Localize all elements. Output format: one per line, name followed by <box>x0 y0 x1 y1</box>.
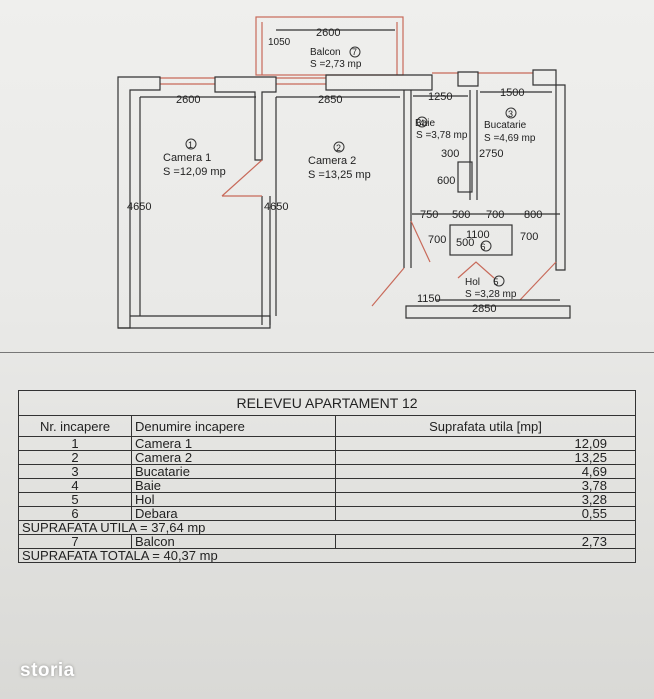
row-nr: 6 <box>18 506 132 521</box>
row-area: 3,78 <box>334 478 637 493</box>
room4-number: 4 <box>420 118 425 128</box>
row-nr: 5 <box>18 492 132 507</box>
balcony-name: Balcon <box>310 47 341 58</box>
table-row: 3 Bucatarie 4,69 <box>18 464 637 479</box>
table-row: 2 Camera 2 13,25 <box>18 450 637 465</box>
row-name: Camera 1 <box>131 436 336 451</box>
header-area: Suprafata utila [mp] <box>334 415 637 437</box>
room1-number: 1 <box>188 140 193 150</box>
row-nr: 3 <box>18 464 132 479</box>
dim-side-700-right: 700 <box>520 231 538 243</box>
room5-number: 5 <box>494 277 499 287</box>
room4-area: S =3,78 mp <box>416 130 468 141</box>
row-name: Debara <box>131 506 336 521</box>
logo-text: storia <box>20 660 75 681</box>
dim-800: 800 <box>524 209 542 221</box>
header-nr: Nr. incapere <box>18 415 132 437</box>
room4-dim-600: 600 <box>437 175 455 187</box>
header-name: Denumire incapere <box>131 415 336 437</box>
row-nr: 1 <box>18 436 132 451</box>
row-name: Camera 2 <box>131 450 336 465</box>
balcony-width: 2600 <box>316 27 340 39</box>
room2-area: S =13,25 mp <box>308 169 371 181</box>
balcony-area: S =2,73 mp <box>310 59 362 70</box>
room3-width: 1500 <box>500 87 524 99</box>
room3-name: Bucatarie <box>484 120 527 131</box>
row-area: 13,25 <box>334 450 637 465</box>
room1-height: 4650 <box>127 201 151 213</box>
balcony-number: 7 <box>352 47 357 57</box>
table-row: 4 Baie 3,78 <box>18 478 637 493</box>
floor-plan: 2600 1050 Balcon 7 S =2,73 mp 2600 1 Cam… <box>117 16 571 329</box>
room3-dim-2750: 2750 <box>479 148 503 160</box>
room1-width: 2600 <box>176 94 200 106</box>
row-name: Baie <box>131 478 336 493</box>
room3-area: S =4,69 mp <box>484 133 536 144</box>
table-row: 6 Debara 0,55 <box>18 506 637 521</box>
room5-dim-1150: 1150 <box>417 293 441 305</box>
table-title: RELEVEU APARTAMENT 12 <box>17 390 637 416</box>
row-name: Bucatarie <box>131 464 336 479</box>
row-name: Balcon <box>131 534 336 549</box>
row-name: Hol <box>131 492 336 507</box>
room2-width: 2850 <box>318 94 342 106</box>
room3-number: 3 <box>508 109 513 119</box>
room5-area: S =3,28 mp <box>465 289 517 300</box>
room6-dim-1100: 1100 <box>466 229 490 241</box>
row-nr: 4 <box>18 478 132 493</box>
table-row: 5 Hol 3,28 <box>18 492 637 507</box>
dim-750: 750 <box>420 209 438 221</box>
row-nr: 2 <box>18 450 132 465</box>
dim-500: 500 <box>452 209 470 221</box>
row-nr: 7 <box>18 534 132 549</box>
room-table: RELEVEU APARTAMENT 12 Nr. incapere Denum… <box>17 390 637 563</box>
dim-side-700-left: 700 <box>428 234 446 246</box>
storia-logo: storia <box>20 660 75 682</box>
row-area: 2,73 <box>334 534 637 549</box>
room5-name: Hol <box>465 277 480 288</box>
room2-name: Camera 2 <box>308 155 356 167</box>
row-area: 0,55 <box>334 506 637 521</box>
room5-width: 2850 <box>472 303 496 315</box>
room1-name: Camera 1 <box>163 152 211 164</box>
table-row: 1 Camera 1 12,09 <box>18 436 637 451</box>
sheet-divider <box>0 352 654 353</box>
room6-number: 6 <box>481 242 486 252</box>
room4-name: Baie <box>415 118 435 129</box>
sum-util: SUPRAFATA UTILA = 37,64 mp <box>17 520 637 535</box>
row-area: 4,69 <box>334 464 637 479</box>
room2-height: 4650 <box>264 201 288 213</box>
room4-width: 1250 <box>428 91 452 103</box>
row-area: 12,09 <box>334 436 637 451</box>
room1-area: S =12,09 mp <box>163 166 226 178</box>
row-area: 3,28 <box>334 492 637 507</box>
table-row-balcony: 7 Balcon 2,73 <box>18 534 637 549</box>
sum-total: SUPRAFATA TOTALA = 40,37 mp <box>17 548 637 563</box>
balcony-depth: 1050 <box>268 37 291 48</box>
room6-dim-500: 500 <box>456 237 474 249</box>
dim-700: 700 <box>486 209 504 221</box>
room4-dim-300: 300 <box>441 148 459 160</box>
room2-number: 2 <box>336 143 341 153</box>
